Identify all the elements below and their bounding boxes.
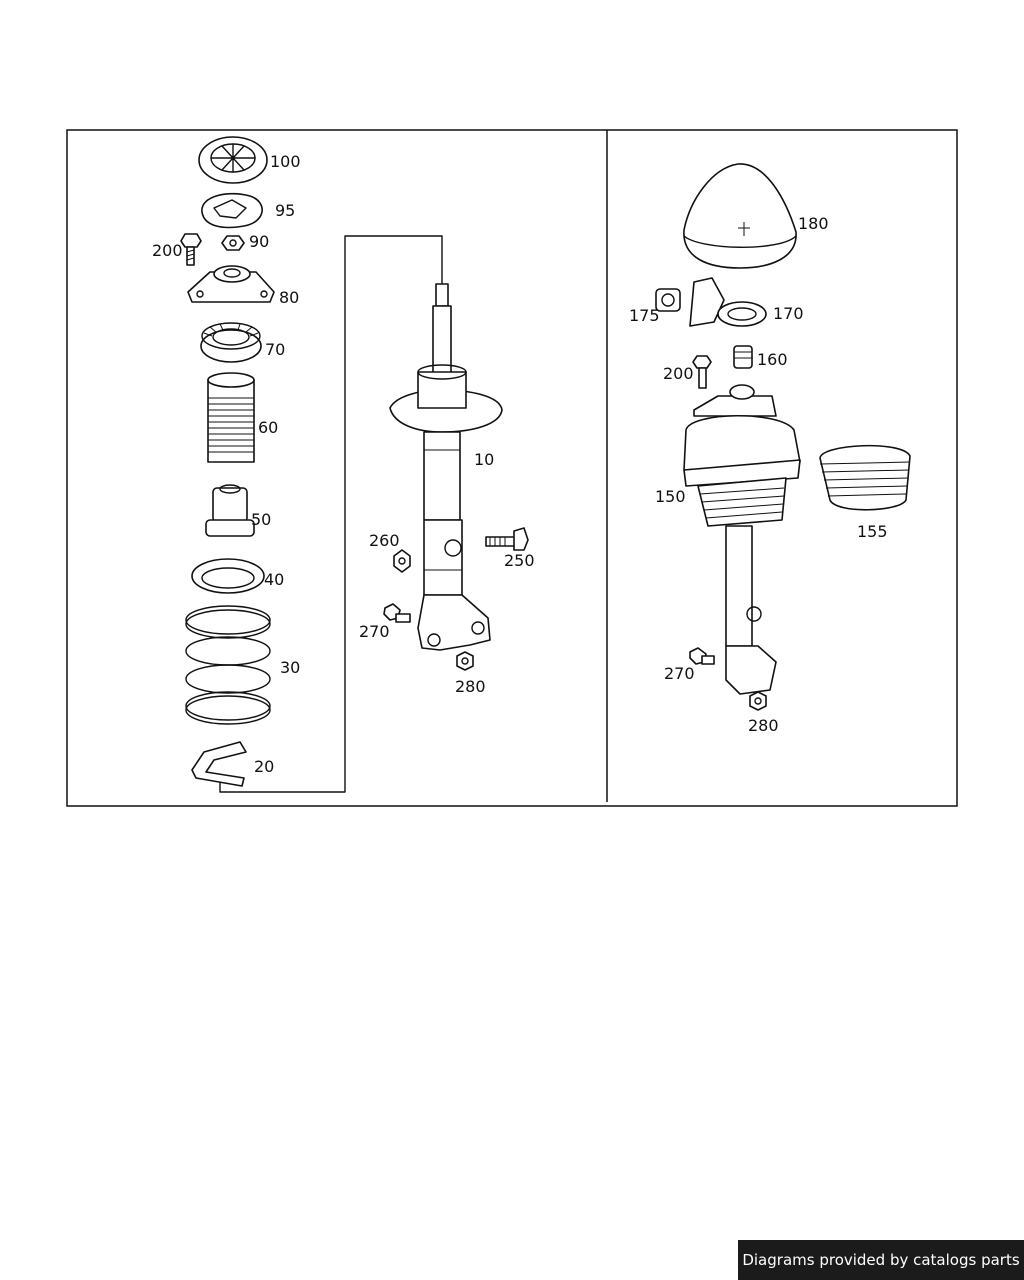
part-160-nut [733, 345, 753, 369]
callout-260: 260 [369, 531, 400, 550]
callout-280-right: 280 [748, 716, 779, 735]
part-90-nut [221, 235, 245, 251]
assembly-bracket-line [219, 235, 443, 793]
part-95-plate [201, 192, 263, 229]
diagram-frame [66, 129, 958, 807]
part-60-bellows [207, 372, 255, 463]
part-10-strut [389, 283, 503, 651]
part-40-spring-pad [191, 558, 265, 594]
part-170-bracket [689, 277, 767, 327]
part-250-bolt [485, 527, 529, 551]
part-30-coil-spring [185, 605, 271, 725]
part-155-bellows [819, 444, 911, 511]
callout-175: 175 [629, 306, 660, 325]
part-280-nut [456, 651, 474, 671]
callout-80: 80 [279, 288, 299, 307]
part-150-air-strut [683, 384, 801, 695]
callout-20: 20 [254, 757, 274, 776]
footer-credit: Diagrams provided by catalogs parts [738, 1240, 1024, 1280]
callout-280: 280 [455, 677, 486, 696]
callout-90: 90 [249, 232, 269, 251]
part-270-bolt [383, 603, 411, 623]
part-280-nut-right [749, 691, 767, 711]
part-200-bolt-right [692, 355, 712, 389]
callout-50: 50 [251, 510, 271, 529]
callout-180: 180 [798, 214, 829, 233]
callout-270-right: 270 [664, 664, 695, 683]
callout-95: 95 [275, 201, 295, 220]
part-100-top-cover [198, 136, 268, 184]
callout-250: 250 [504, 551, 535, 570]
callout-60: 60 [258, 418, 278, 437]
callout-155: 155 [857, 522, 888, 541]
callout-200-right: 200 [663, 364, 694, 383]
part-200-bolt [180, 233, 202, 266]
part-175-nut [655, 288, 681, 312]
callout-10: 10 [474, 450, 494, 469]
callout-40: 40 [264, 570, 284, 589]
part-270-bolt-right [689, 647, 715, 665]
callout-200: 200 [152, 241, 183, 260]
callout-170: 170 [773, 304, 804, 323]
callout-150: 150 [655, 487, 686, 506]
callout-30: 30 [280, 658, 300, 677]
callout-160: 160 [757, 350, 788, 369]
part-180-cover [683, 163, 797, 269]
callout-70: 70 [265, 340, 285, 359]
part-80-strut-mount [187, 265, 275, 303]
part-20-clamp-plate [191, 741, 247, 787]
part-50-bump-stop [205, 484, 255, 537]
part-260-nut [393, 549, 411, 573]
callout-270: 270 [359, 622, 390, 641]
part-70-bearing [200, 322, 262, 363]
callout-100: 100 [270, 152, 301, 171]
